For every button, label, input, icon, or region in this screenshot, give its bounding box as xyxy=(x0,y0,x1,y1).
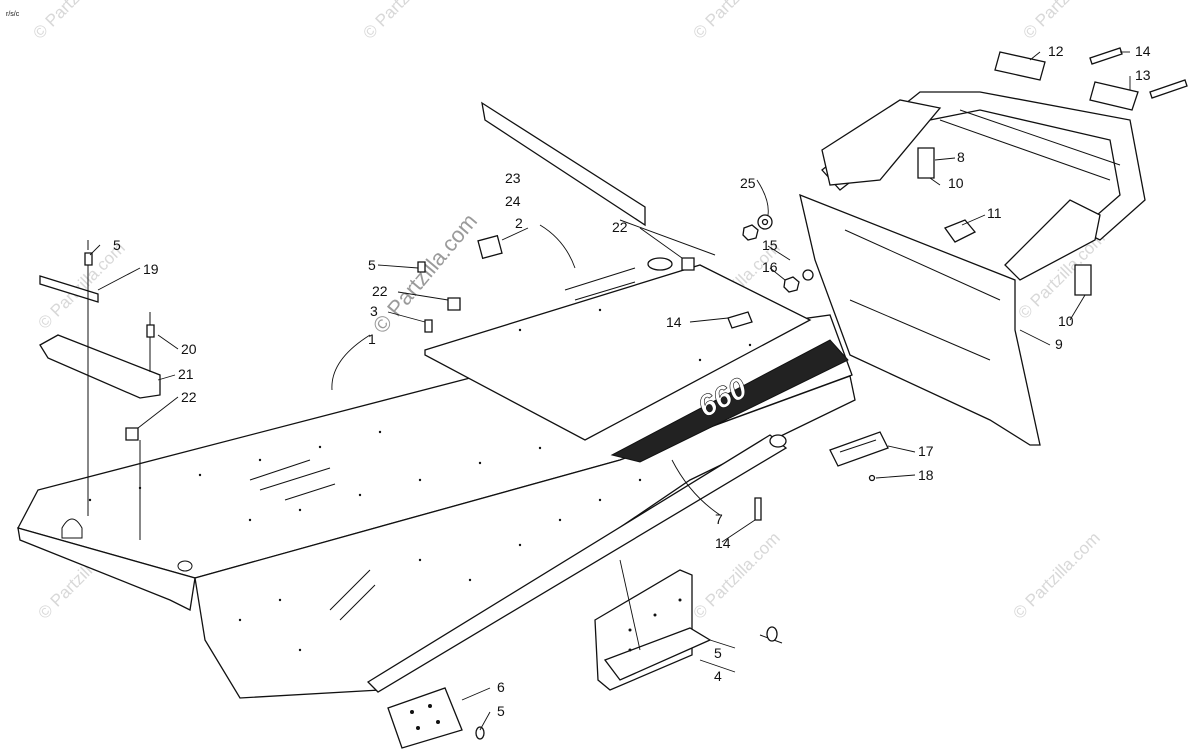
nuts-washers xyxy=(742,214,814,293)
right-foot-grip xyxy=(1004,199,1101,281)
plate-19 xyxy=(39,275,99,303)
callout-10: 10 xyxy=(1058,313,1074,329)
callout-1: 1 xyxy=(368,331,376,347)
step-bracket-4 xyxy=(594,569,783,691)
callout-4: 4 xyxy=(714,668,722,684)
corner-mark: r/s/c xyxy=(6,11,20,18)
callout-5: 5 xyxy=(714,645,722,661)
callout-24: 24 xyxy=(505,193,521,209)
callout-14: 14 xyxy=(715,535,731,551)
grommet xyxy=(681,257,695,271)
watermark: © Partzilla.com xyxy=(29,0,123,43)
callout-16: 16 xyxy=(762,259,778,275)
left-brackets xyxy=(39,240,161,540)
screws-14 xyxy=(727,47,1188,521)
clip-11 xyxy=(943,219,977,243)
callout-11: 11 xyxy=(987,205,1002,221)
left-foot-grip xyxy=(821,99,942,186)
tunnel-front-lip xyxy=(17,527,196,611)
grommet xyxy=(447,297,461,311)
snow-flap-part-24 xyxy=(481,101,646,227)
grommet xyxy=(125,427,139,441)
seat-hatch xyxy=(564,267,636,301)
callout-5: 5 xyxy=(113,237,121,253)
callout-5: 5 xyxy=(368,257,376,273)
callout-labels: 1 2 3 4 5 5 5 5 6 7 8 9 10 10 11 12 13 1… xyxy=(113,43,1151,719)
flap-detail xyxy=(844,229,1001,361)
tunnel-hole xyxy=(177,560,193,572)
watermark: © Partzilla.com xyxy=(689,0,783,43)
callout-18: 18 xyxy=(918,467,934,483)
tunnel-slot xyxy=(61,518,83,539)
screw-18 xyxy=(868,474,876,482)
plate-6 xyxy=(387,687,485,749)
bumper-bar xyxy=(939,109,1121,181)
rivet-pattern xyxy=(88,308,752,652)
callout-22: 22 xyxy=(612,219,628,235)
tunnel-hatch xyxy=(249,459,336,501)
callout-22: 22 xyxy=(372,283,388,299)
callout-8: 8 xyxy=(957,149,965,165)
callout-10: 10 xyxy=(948,175,964,191)
wall-hatch xyxy=(329,569,376,621)
callout-19: 19 xyxy=(143,261,159,277)
bracket-guide xyxy=(87,240,151,540)
seat-pan xyxy=(424,264,812,441)
tunnel-assembly xyxy=(17,264,856,699)
watermark-center: © Partzilla.com xyxy=(368,209,482,339)
fasteners xyxy=(84,252,433,338)
watermark: © Partzilla.com xyxy=(1019,0,1113,43)
callout-13: 13 xyxy=(1135,67,1151,83)
callout-9: 9 xyxy=(1055,336,1063,352)
flap-guide-line xyxy=(619,219,716,256)
watermark: © Partzilla.com xyxy=(1009,528,1103,622)
callout-25: 25 xyxy=(740,175,756,191)
clips xyxy=(917,147,1092,296)
grommets xyxy=(125,257,695,441)
watermark: © Partzilla.com xyxy=(689,528,783,622)
callout-23: 23 xyxy=(505,170,521,186)
callout-2: 2 xyxy=(515,215,523,231)
clip-10 xyxy=(917,147,935,179)
grommet-pad xyxy=(647,257,673,271)
callout-5: 5 xyxy=(497,703,505,719)
rear-shaft xyxy=(366,434,788,693)
clip-10 xyxy=(1074,264,1092,296)
callout-21: 21 xyxy=(178,366,194,382)
rear-flap-9 xyxy=(799,193,1041,446)
callout-22: 22 xyxy=(181,389,197,405)
bracket-21 xyxy=(39,334,161,399)
callout-7: 7 xyxy=(715,511,723,527)
callout-14: 14 xyxy=(1135,43,1151,59)
callout-15: 15 xyxy=(762,237,778,253)
callout-20: 20 xyxy=(181,341,197,357)
callout-12: 12 xyxy=(1048,43,1064,59)
label-part-23 xyxy=(477,234,503,260)
callout-17: 17 xyxy=(918,443,934,459)
callout-14: 14 xyxy=(666,314,682,330)
watermark: © Partzilla.com xyxy=(359,0,453,43)
callout-3: 3 xyxy=(370,303,378,319)
pad-13 xyxy=(1089,81,1139,111)
rear-bumper-8 xyxy=(821,91,1146,281)
leader-lines xyxy=(89,51,1131,731)
emblem-17 xyxy=(829,431,889,482)
callout-6: 6 xyxy=(497,679,505,695)
pad-12 xyxy=(994,51,1046,81)
